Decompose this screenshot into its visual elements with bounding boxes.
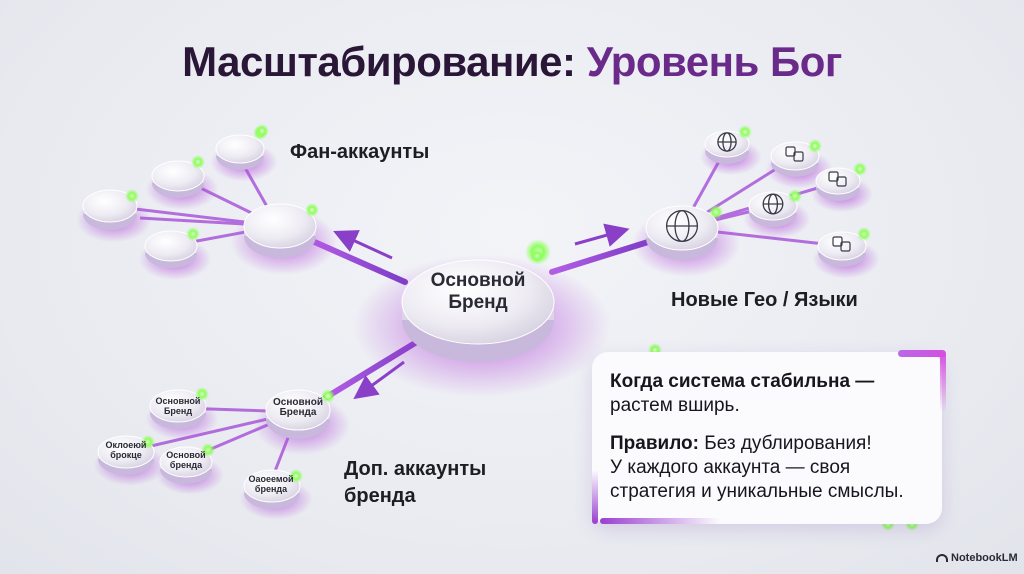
globe-icon: [717, 132, 737, 152]
card-accent-bottom: [600, 518, 720, 524]
sub-node-label-2: Оклоеюй брокце: [105, 440, 147, 460]
disc-geo-4: [743, 189, 811, 239]
disc-fan-4-top: [144, 230, 198, 262]
disc-fan-4-status-dot: [186, 227, 200, 241]
slide-title: Масштабирование: Уровень Бог: [0, 38, 1024, 86]
green-accent-1: [255, 124, 269, 138]
info-line4: стратегия и уникальные смыслы.: [610, 481, 904, 502]
sub-brand-main-label: Основной Бренда: [273, 397, 323, 418]
green-accent-2: [530, 249, 544, 263]
disc-dop-1-top: [149, 389, 207, 423]
disc-dop-4-status-dot: [289, 469, 303, 483]
info-stable-bold: Когда система стабильна —: [610, 371, 875, 392]
info-line3: У каждого аккаунта — своя: [610, 457, 851, 478]
disc-dop-3: [156, 443, 224, 495]
label-extra-line2: бренда: [344, 485, 416, 507]
card-accent-left: [592, 470, 598, 524]
disc-dop-3-status-dot: [201, 443, 215, 457]
disc-dop-hub-status-dot: [321, 389, 335, 403]
disc-fan-2-status-dot: [191, 155, 205, 169]
disc-dop-2-top: [97, 435, 155, 469]
disc-dop-4: [239, 469, 313, 520]
arrow-to-geo: [574, 223, 630, 247]
disc-fan-hub-top: [243, 203, 317, 249]
disc-dop-2: [93, 435, 167, 486]
disc-dop-hub: [254, 389, 350, 455]
info-rule-rest: Без дублирования!: [704, 433, 872, 454]
notebooklm-logo-icon: [936, 554, 948, 562]
label-extra-accounts: Доп. аккаунты бренда: [344, 456, 534, 510]
disc-geo-hub-top: [645, 205, 719, 251]
disc-geo-3: [811, 162, 873, 213]
disc-geo-1: [700, 125, 762, 176]
sub-node-label-4: Оаоеемой бренда: [248, 474, 294, 494]
disc-geo-2-status-dot: [808, 139, 822, 153]
sub-node-label-3: Основой бренда: [166, 450, 206, 470]
center-node-label: Основной Бренд: [430, 270, 526, 313]
disc-geo-4-top: [748, 191, 798, 221]
disc-fan-4: [138, 227, 212, 280]
disc-dop-hub-top: [265, 389, 331, 431]
disc-center: [352, 239, 612, 398]
disc-dop-1: [145, 387, 219, 440]
disc-geo-hub-status-dot: [709, 205, 723, 219]
title-main: Масштабирование:: [182, 38, 576, 85]
disc-geo-hub: [632, 205, 740, 277]
globe-icon: [762, 193, 784, 215]
info-card-text: Когда система стабильна — растем вширь. …: [610, 370, 930, 504]
disc-fan-2-top: [151, 160, 205, 192]
card-accent-top: [898, 350, 946, 357]
disc-fan-hub: [230, 203, 338, 275]
disc-fan-hub-status-dot: [305, 203, 319, 217]
disc-fan-3: [76, 189, 152, 243]
notebooklm-watermark: NotebookLM: [936, 552, 1018, 564]
disc-geo-1-status-dot: [738, 125, 752, 139]
watermark-text: NotebookLM: [951, 552, 1018, 564]
globe-icon: [665, 209, 699, 243]
discs: [76, 124, 919, 531]
translate-icon: [828, 171, 847, 187]
disc-geo-5: [812, 227, 880, 279]
label-fan-accounts: Фан-аккаунты: [290, 141, 430, 163]
info-card: Когда система стабильна — растем вширь. …: [592, 352, 942, 524]
connector-center-geo: [549, 239, 651, 275]
disc-fan-1-top: [215, 134, 265, 164]
label-geo-languages: Новые Гео / Языки: [671, 289, 858, 311]
disc-center-top: [401, 259, 555, 345]
disc-geo-3-status-dot: [853, 162, 867, 176]
sub-node-label-1: Основной Бренд: [155, 396, 201, 416]
translate-icon: [832, 236, 851, 252]
translate-icon: [785, 146, 804, 162]
disc-fan-2: [145, 155, 219, 210]
disc-fan-3-top: [82, 189, 138, 223]
disc-dop-4-top: [243, 469, 301, 503]
info-rule-bold: Правило:: [610, 433, 699, 454]
disc-fan-3-status-dot: [125, 189, 139, 203]
label-extra-line1: Доп. аккаунты: [344, 458, 487, 480]
disc-dop-3-top: [159, 446, 213, 478]
disc-dop-2-status-dot: [141, 435, 155, 449]
disc-geo-4-status-dot: [788, 189, 802, 203]
disc-dop-1-status-dot: [195, 387, 209, 401]
card-accent-right: [940, 352, 946, 412]
disc-geo-1-top: [704, 130, 750, 158]
title-accent: Уровень Бог: [586, 38, 843, 85]
disc-fan-1: [210, 126, 278, 182]
info-stable-rest: растем вширь.: [610, 395, 740, 416]
disc-geo-5-status-dot: [857, 227, 871, 241]
arrow-to-fan: [333, 230, 393, 260]
